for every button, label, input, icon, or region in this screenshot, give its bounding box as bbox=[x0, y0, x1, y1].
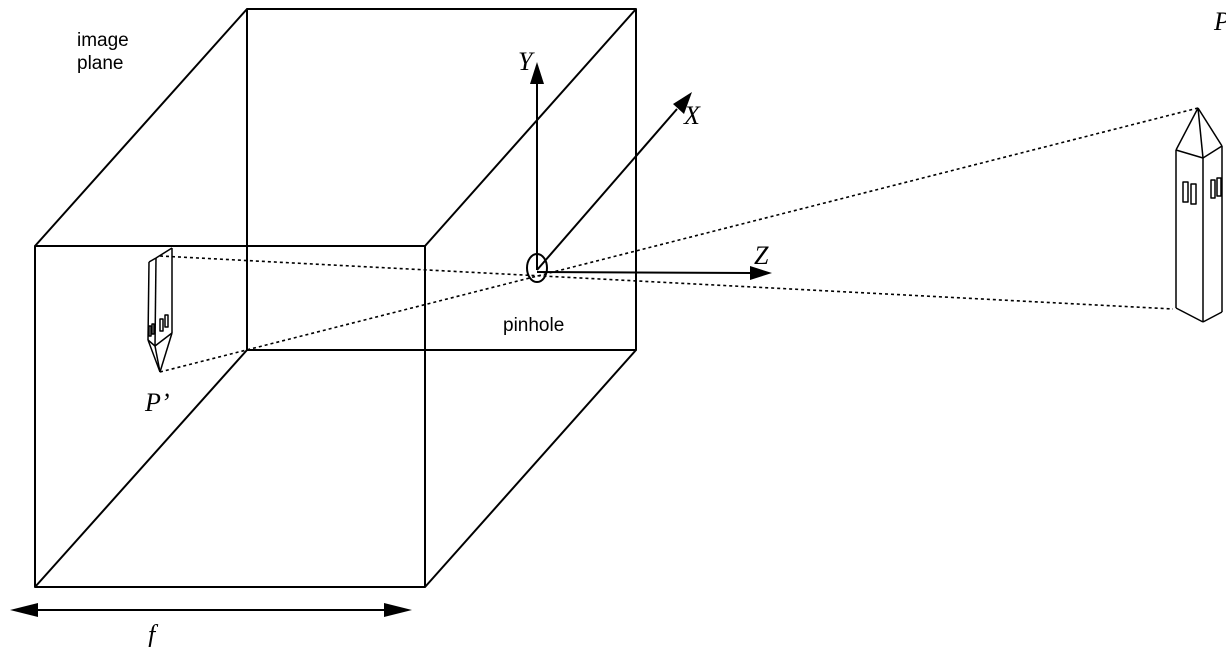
image-point-label: P’ bbox=[144, 388, 170, 417]
tower-window-3 bbox=[1210, 179, 1216, 199]
y-axis-arrowhead bbox=[530, 62, 544, 84]
image-window-2 bbox=[151, 323, 155, 335]
image-spire-left bbox=[147, 339, 161, 373]
tower-spire-middle bbox=[1197, 107, 1204, 159]
tower-window-4 bbox=[1216, 177, 1222, 197]
camera-box bbox=[34, 8, 637, 588]
image-base-side bbox=[155, 247, 173, 259]
tower-top-rim-front bbox=[1175, 149, 1204, 159]
ray-top-to-bottom bbox=[159, 107, 1199, 373]
tower-window-1 bbox=[1182, 181, 1189, 203]
box-edge-top-right bbox=[424, 8, 637, 247]
image-window-3 bbox=[159, 318, 164, 332]
tower-spire-right bbox=[1197, 107, 1223, 147]
tower-window-2 bbox=[1190, 183, 1197, 205]
camera-axes bbox=[526, 62, 772, 283]
x-axis-arrowhead bbox=[673, 92, 692, 114]
pinhole-icon bbox=[526, 253, 548, 283]
image-window-4 bbox=[164, 314, 169, 328]
box-edge-top-left bbox=[34, 8, 248, 247]
tower-base-side bbox=[1202, 311, 1223, 323]
image-window-1 bbox=[148, 325, 152, 337]
image-spire-right bbox=[159, 332, 173, 373]
image-plane bbox=[34, 245, 426, 588]
image-base-front bbox=[148, 257, 157, 263]
x-axis-line bbox=[536, 108, 678, 271]
image-plane-label-line1: image bbox=[77, 30, 129, 51]
y-axis-label: Y bbox=[518, 47, 535, 76]
ray-bottom-to-top bbox=[159, 255, 1174, 310]
tower-top-rim-side bbox=[1202, 145, 1223, 159]
focal-length-label: f bbox=[148, 620, 159, 647]
image-body-edge bbox=[154, 257, 157, 347]
tower-image-icon bbox=[147, 247, 173, 373]
box-back-face bbox=[246, 8, 637, 351]
pinhole-label: pinhole bbox=[503, 315, 564, 336]
focal-length-arrow bbox=[10, 603, 412, 617]
tower-object-icon bbox=[1175, 107, 1223, 323]
z-axis-arrowhead bbox=[750, 266, 772, 280]
image-spire-middle bbox=[154, 345, 161, 373]
focal-arrowhead-left bbox=[10, 603, 38, 617]
image-rim-side bbox=[154, 332, 173, 347]
tower-spire-left bbox=[1175, 107, 1199, 151]
z-axis-label: Z bbox=[754, 241, 769, 270]
z-axis-line bbox=[536, 271, 753, 274]
image-body-left bbox=[147, 261, 150, 341]
x-axis-label: X bbox=[683, 101, 701, 130]
image-plane-label-line2: plane bbox=[77, 53, 124, 74]
focal-arrowhead-right bbox=[384, 603, 412, 617]
tower-base-front bbox=[1175, 307, 1204, 323]
box-edge-bottom-right bbox=[424, 349, 637, 588]
box-edge-bottom-left bbox=[34, 349, 248, 588]
object-point-label: P bbox=[1213, 7, 1226, 36]
projection-rays bbox=[159, 107, 1199, 373]
